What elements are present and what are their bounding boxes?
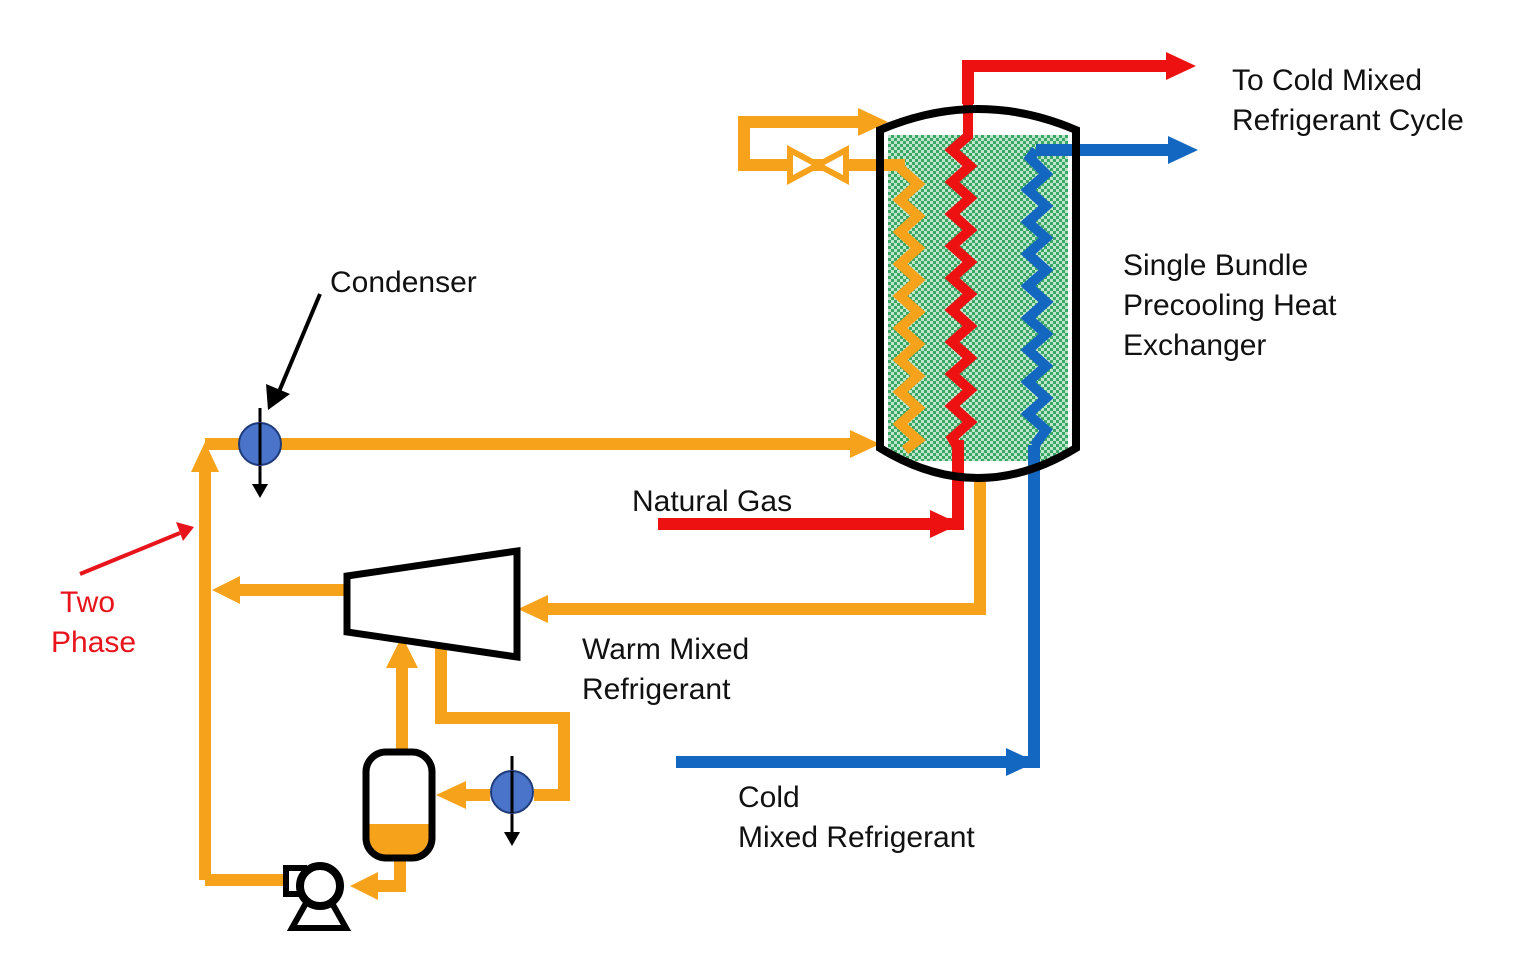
natural-gas-coil <box>944 100 978 451</box>
cold-refrigerant-coil <box>1020 147 1054 449</box>
separator-drum-icon <box>362 748 436 862</box>
arrowhead <box>858 108 888 136</box>
compressor-icon <box>343 546 521 662</box>
warm-refrigerant-piping <box>199 116 986 892</box>
cold-cycle-arrowhead <box>1166 52 1196 80</box>
pump-icon <box>283 862 352 931</box>
natural-gas-label: Natural Gas <box>632 485 792 518</box>
arrowhead <box>386 636 418 668</box>
two-phase-label: Two Phase <box>51 586 136 659</box>
condenser-pointer-arrow <box>266 293 322 410</box>
interstage-cooler-icon <box>490 756 534 846</box>
condenser-label: Condenser <box>330 266 477 299</box>
arrowhead <box>436 781 466 809</box>
warm-refrigerant-coil <box>892 164 926 454</box>
arrowhead <box>191 442 219 472</box>
condenser-icon <box>238 408 282 498</box>
arrowhead <box>212 576 240 604</box>
cold-mr-outlet-arrowhead <box>1168 136 1198 164</box>
to-cold-cycle-label: To Cold Mixed Refrigerant Cycle <box>1232 64 1464 137</box>
cold-mr-label: Cold Mixed Refrigerant <box>738 781 975 854</box>
two-phase-pointer-arrow <box>79 522 194 576</box>
arrowhead <box>850 430 880 458</box>
cold-mr-inlet-arrowhead <box>1006 748 1036 776</box>
exchanger-label: Single Bundle Precooling Heat Exchanger <box>1123 249 1345 362</box>
arrowhead <box>350 872 378 900</box>
valve-icon <box>787 144 849 186</box>
exchanger-shell <box>876 105 1080 482</box>
warm-mr-label: Warm Mixed Refrigerant <box>582 633 758 706</box>
warm-refrigerant-arrows <box>191 108 888 900</box>
natural-gas-arrowhead <box>930 510 960 538</box>
arrowhead <box>518 595 548 623</box>
